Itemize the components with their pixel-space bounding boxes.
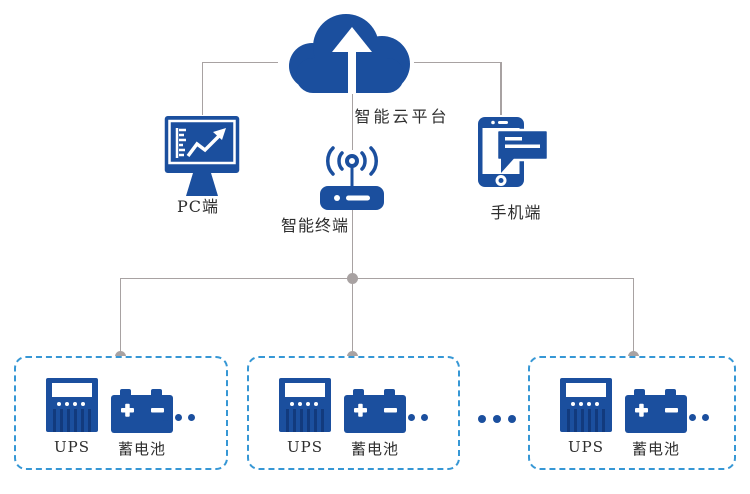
pc-label: PC端	[176, 197, 219, 216]
phone-label: 手机端	[490, 203, 542, 222]
more-devices-ellipsis-icon	[395, 414, 428, 421]
connector-bus-horizontal	[120, 277, 633, 279]
connector-drop-group-1	[119, 278, 121, 357]
connector-line-cloud-to-phone-h	[414, 61, 501, 63]
connector-line-cloud-to-pc-h	[202, 61, 278, 63]
more-devices-ellipsis-icon	[162, 414, 195, 421]
device-group-box-2: UPS 蓄电池	[247, 356, 460, 470]
connector-line-cloud-to-pc-v	[201, 62, 203, 115]
connector-drop-group-3	[632, 278, 634, 357]
more-devices-ellipsis-icon	[676, 414, 709, 421]
device-group-box-3: UPS 蓄电池	[528, 356, 736, 470]
battery-icon	[111, 389, 173, 433]
junction-dot-bus	[347, 272, 358, 284]
ups-icon	[279, 378, 331, 432]
pc-monitor-chart-icon	[164, 116, 240, 196]
ups-label: UPS	[286, 438, 323, 456]
ups-label: UPS	[53, 438, 90, 456]
battery-label: 蓄电池	[117, 440, 166, 458]
router-antenna-icon	[320, 146, 384, 210]
device-group-box-1: UPS 蓄电池	[14, 356, 228, 470]
ups-icon	[46, 378, 98, 432]
ups-icon	[560, 378, 612, 432]
more-groups-ellipsis-icon	[478, 415, 516, 423]
battery-label: 蓄电池	[350, 440, 399, 458]
connector-line-cloud-to-terminal	[351, 94, 353, 150]
cloud-platform-label: 智能云平台	[354, 107, 450, 126]
battery-label: 蓄电池	[631, 440, 680, 458]
battery-icon	[625, 389, 687, 433]
ups-label: UPS	[567, 438, 604, 456]
phone-message-icon	[478, 117, 550, 187]
connector-drop-group-2	[351, 278, 353, 357]
connector-line-cloud-to-phone-v	[500, 62, 502, 115]
terminal-label: 智能终端	[280, 216, 349, 235]
connector-line-terminal-to-bus	[351, 208, 353, 279]
battery-icon	[344, 389, 406, 433]
cloud-upload-icon	[289, 14, 410, 93]
